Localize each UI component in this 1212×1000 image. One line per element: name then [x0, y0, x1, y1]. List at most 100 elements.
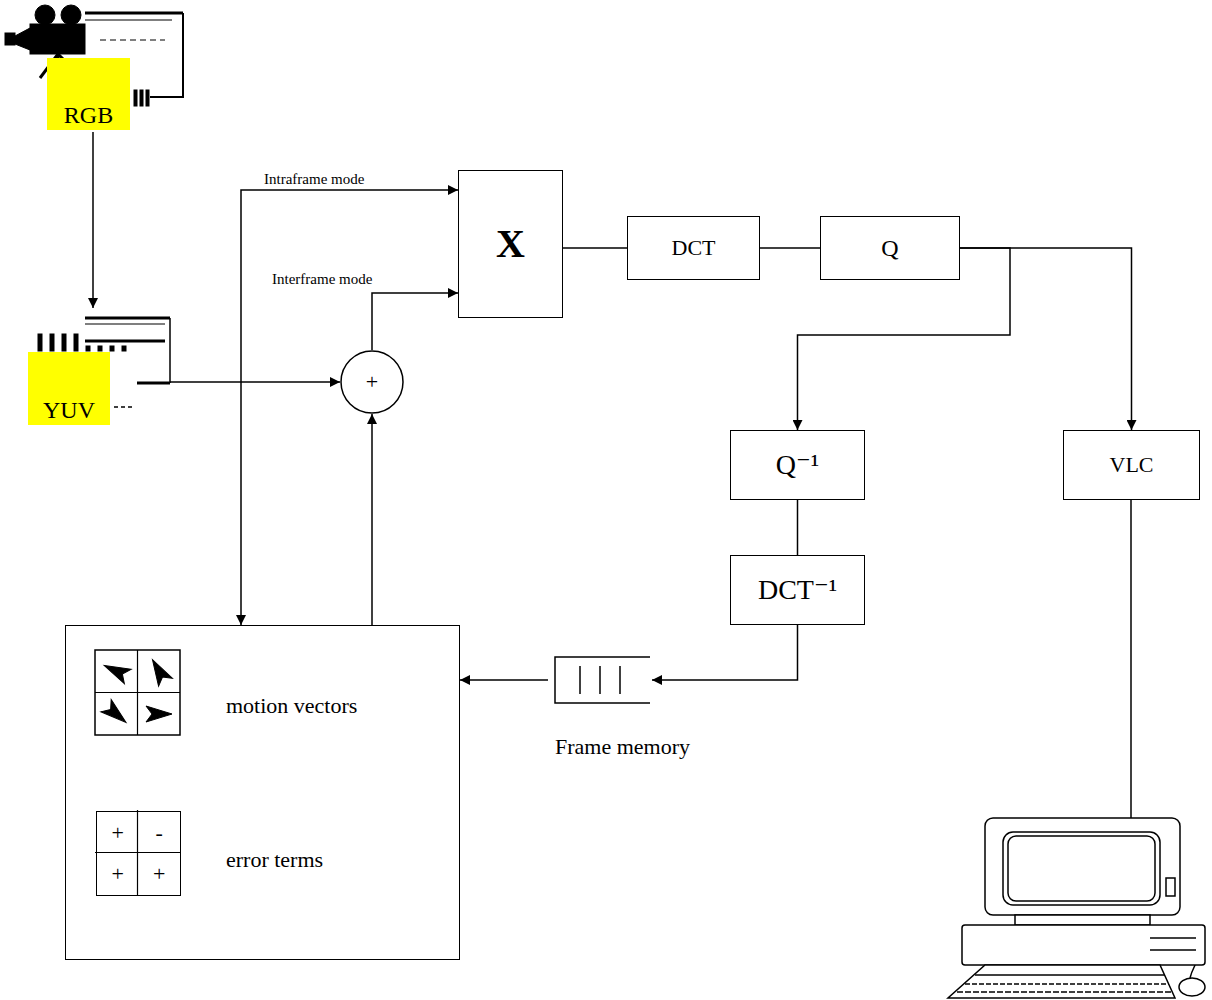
error-sign: -	[156, 821, 163, 845]
key-row	[957, 991, 1172, 993]
adder-outline	[341, 351, 403, 413]
yellow-label-patch: RGB	[47, 58, 130, 130]
node-label: Q⁻¹	[776, 450, 819, 481]
film-line	[150, 13, 183, 97]
yuv-source: YUV	[25, 308, 170, 427]
strip-tick	[98, 346, 102, 351]
motion-vectors-icon	[95, 650, 180, 735]
drive-slot	[1150, 937, 1196, 939]
node-label: YUV	[43, 397, 95, 423]
quantizer-box: Q	[820, 216, 960, 280]
connector	[371, 414, 373, 625]
node-label: DCT	[672, 236, 716, 260]
inverse-dct-box: DCT⁻¹	[730, 555, 865, 625]
node-label: Q	[881, 235, 898, 261]
connector	[960, 248, 1132, 430]
camera-lens	[15, 28, 30, 50]
connector	[563, 247, 627, 249]
motion-arrow	[101, 658, 131, 683]
strip-tick	[74, 334, 78, 351]
strip-line	[85, 323, 165, 324]
motion-arrow	[146, 706, 172, 722]
motion-estimation-box: motion vectors error terms + - + +	[65, 625, 460, 960]
rgb-source: RGB	[0, 0, 190, 132]
frame-memory: Frame memory	[548, 655, 652, 705]
strip-dashes	[114, 406, 133, 408]
film-line	[85, 19, 172, 20]
mode-label: Intraframe mode	[262, 171, 366, 188]
connector	[170, 381, 340, 383]
camera-reel	[61, 5, 81, 25]
film-tick	[134, 90, 137, 106]
monitor-stand	[1015, 915, 1150, 925]
strip-line	[137, 382, 170, 385]
output-wire	[1130, 500, 1132, 818]
node-label: motion vectors	[226, 694, 357, 718]
connector	[92, 132, 94, 308]
error-sign: +	[112, 821, 124, 845]
film-tick	[146, 90, 149, 106]
keyboard	[948, 965, 1175, 998]
motion-arrow	[101, 700, 131, 729]
node-label: VLC	[1110, 453, 1154, 477]
film-tick	[140, 90, 143, 106]
mode-label: Interframe mode	[270, 271, 374, 288]
key-row	[965, 983, 1169, 985]
node-label: DCT⁻¹	[758, 575, 837, 606]
film-line	[100, 39, 165, 40]
connector	[760, 247, 820, 249]
memory-label: Frame memory	[555, 735, 690, 759]
mouse-cord	[1190, 965, 1195, 978]
strip-line	[169, 318, 171, 383]
film-line	[85, 12, 183, 15]
strip-line	[85, 317, 170, 320]
strip-tick	[110, 346, 114, 351]
error-sign: +	[153, 862, 165, 886]
dct-box: DCT	[627, 216, 760, 280]
monitor-screen	[1008, 836, 1155, 901]
monitor-screen	[1003, 832, 1160, 905]
memory-slot	[619, 666, 621, 694]
strip-tick	[62, 334, 66, 351]
strip-tick	[86, 346, 90, 351]
node-label: +	[366, 370, 378, 394]
strip-line	[85, 340, 165, 343]
connector	[797, 500, 799, 555]
mode-switch-box: X	[458, 170, 563, 318]
camera-reel	[35, 5, 55, 25]
vlc-box: VLC	[1063, 430, 1200, 500]
yellow-label-patch: YUV	[28, 352, 110, 425]
frame-memory-icon	[555, 657, 650, 703]
adder-circle: +	[340, 350, 404, 414]
strip-tick	[38, 334, 42, 351]
drive-slot	[1150, 949, 1196, 951]
node-label: X	[496, 222, 525, 266]
motion-arrow	[146, 656, 173, 687]
mouse	[1179, 978, 1205, 996]
computer-icon	[948, 818, 1205, 998]
inverse-quantizer-box: Q⁻¹	[730, 430, 865, 500]
icon-frame	[95, 650, 180, 735]
connector	[460, 679, 548, 681]
node-label: RGB	[64, 102, 113, 128]
monitor	[985, 818, 1180, 915]
strip-tick	[50, 334, 54, 351]
icon-divider	[95, 692, 180, 693]
memory-slot	[599, 666, 601, 694]
grid-divider	[95, 852, 180, 853]
error-terms-grid: + - + +	[96, 811, 181, 896]
monitor-knob	[1166, 878, 1175, 896]
connector	[652, 625, 798, 680]
strip-tick	[122, 346, 126, 351]
memory-slot	[579, 666, 581, 694]
connector	[372, 293, 458, 350]
memory-outline	[555, 657, 650, 703]
error-sign: +	[112, 862, 124, 886]
node-label: error terms	[226, 848, 323, 872]
key-row	[975, 974, 1165, 976]
camera-body	[30, 24, 85, 54]
camera-lens	[5, 33, 15, 45]
